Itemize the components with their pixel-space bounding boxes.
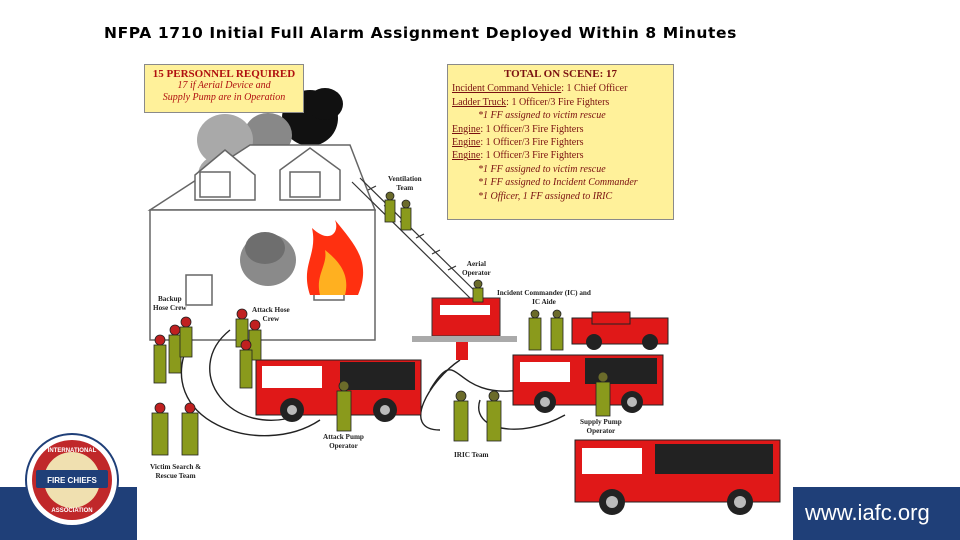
footer-bar-left (0, 487, 137, 540)
unit-detail: : 1 Officer/3 Fire Fighters (480, 137, 584, 149)
unit-detail: : 1 Officer/3 Fire Fighters (480, 150, 584, 162)
window-fire (240, 220, 364, 295)
footer-bar-right (793, 487, 960, 540)
total-line-engine: Engine: 1 Officer/3 Fire Fighters (452, 136, 669, 149)
page-title: NFPA 1710 Initial Full Alarm Assignment … (104, 24, 737, 42)
unit-detail: : 1 Chief Officer (561, 83, 628, 95)
personnel-heading: 15 PERSONNEL REQUIRED (152, 68, 296, 80)
backup-hose-crew-label: Backup Hose Crew (153, 295, 187, 312)
ventilation-team-label: Ventilation Team (388, 175, 422, 192)
personnel-line-1: 17 if Aerial Device and (177, 80, 271, 91)
incident-commander-label: Incident Commander (IC) and IC Aide (497, 289, 591, 306)
unit-detail: : 1 Officer/3 Fire Fighters (480, 123, 584, 135)
engine-attack (255, 359, 422, 422)
command-vehicle (571, 311, 669, 350)
aerial-operator-label: Aerial Operator (462, 260, 491, 277)
fire-hydrant (456, 342, 468, 360)
total-line-engine: Engine: 1 Officer/3 Fire Fighters (452, 123, 669, 136)
total-on-scene-box: TOTAL ON SCENE: 17 Incident Command Vehi… (447, 64, 674, 220)
unit-name: Engine (452, 137, 481, 149)
victim-search-label: Victim Search & Rescue Team (150, 463, 202, 480)
total-line-ladder: Ladder Truck: 1 Officer/3 Fire Fighters (452, 96, 669, 109)
unit-name: Ladder Truck (452, 96, 507, 108)
total-note: *1 FF assigned to victim rescue (478, 110, 606, 122)
attack-hose-crew-label: Attack Hose Crew (252, 306, 290, 323)
total-note: *1 FF assigned to victim rescue (478, 163, 606, 175)
unit-name: Engine (452, 150, 481, 162)
total-note: *1 FF assigned to Incident Commander (478, 177, 638, 189)
attack-pump-operator-label: Attack Pump Operator (323, 433, 364, 450)
personnel-required-box: 15 PERSONNEL REQUIRED 17 if Aerial Devic… (144, 64, 304, 113)
engine-rear (574, 439, 781, 515)
firefighters (151, 191, 611, 456)
personnel-line-2: Supply Pump are in Operation (162, 92, 286, 103)
ladder-truck (412, 297, 517, 342)
engine-supply (512, 354, 664, 413)
iafc-url: www.iafc.org (805, 500, 930, 525)
total-line-icv: Incident Command Vehicle: 1 Chief Office… (452, 82, 669, 95)
unit-name: Engine (452, 123, 481, 135)
hose-lines (181, 329, 566, 437)
total-heading: TOTAL ON SCENE: 17 (504, 68, 617, 80)
unit-name: Incident Command Vehicle (452, 83, 562, 95)
iric-team-label: IRIC Team (454, 451, 489, 459)
total-line-engine: Engine: 1 Officer/3 Fire Fighters (452, 149, 669, 162)
total-note: *1 Officer, 1 FF assigned to IRIC (478, 190, 613, 202)
supply-pump-operator-label: Supply Pump Operator (580, 418, 622, 435)
unit-detail: : 1 Officer/3 Fire Fighters (506, 96, 610, 108)
